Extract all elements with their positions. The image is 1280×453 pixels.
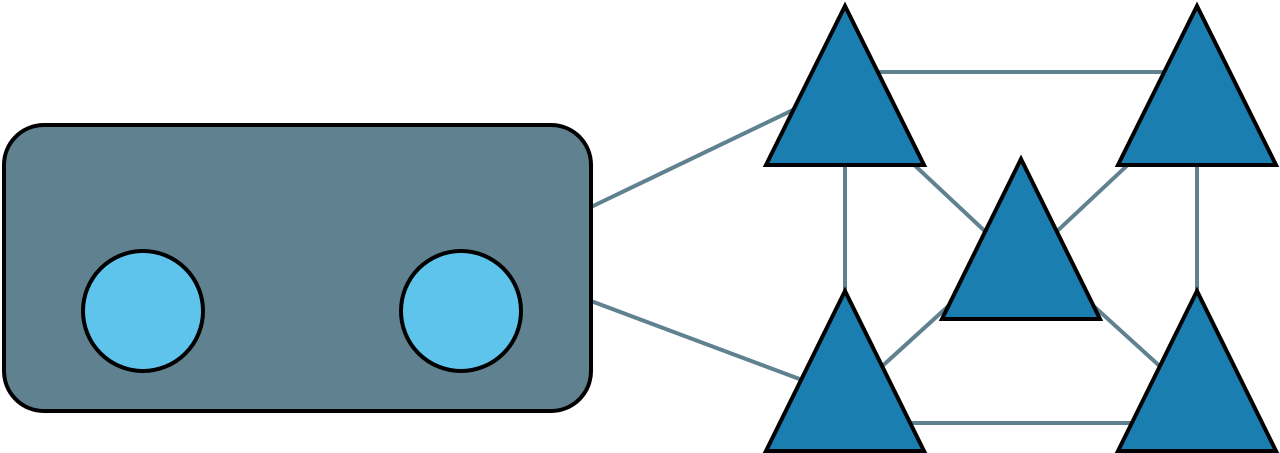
triangle-node-bottom-left [762, 286, 928, 453]
nodes-layer [762, 1, 1280, 453]
triangle-node-center [938, 154, 1104, 321]
triangle-node-top-right [1114, 1, 1280, 167]
circle-right-node [399, 249, 523, 373]
circle-left-node [81, 249, 205, 373]
triangle-node-bottom-right [1114, 286, 1280, 453]
container-layer [2, 123, 593, 413]
triangle-node-top-left [762, 1, 928, 167]
